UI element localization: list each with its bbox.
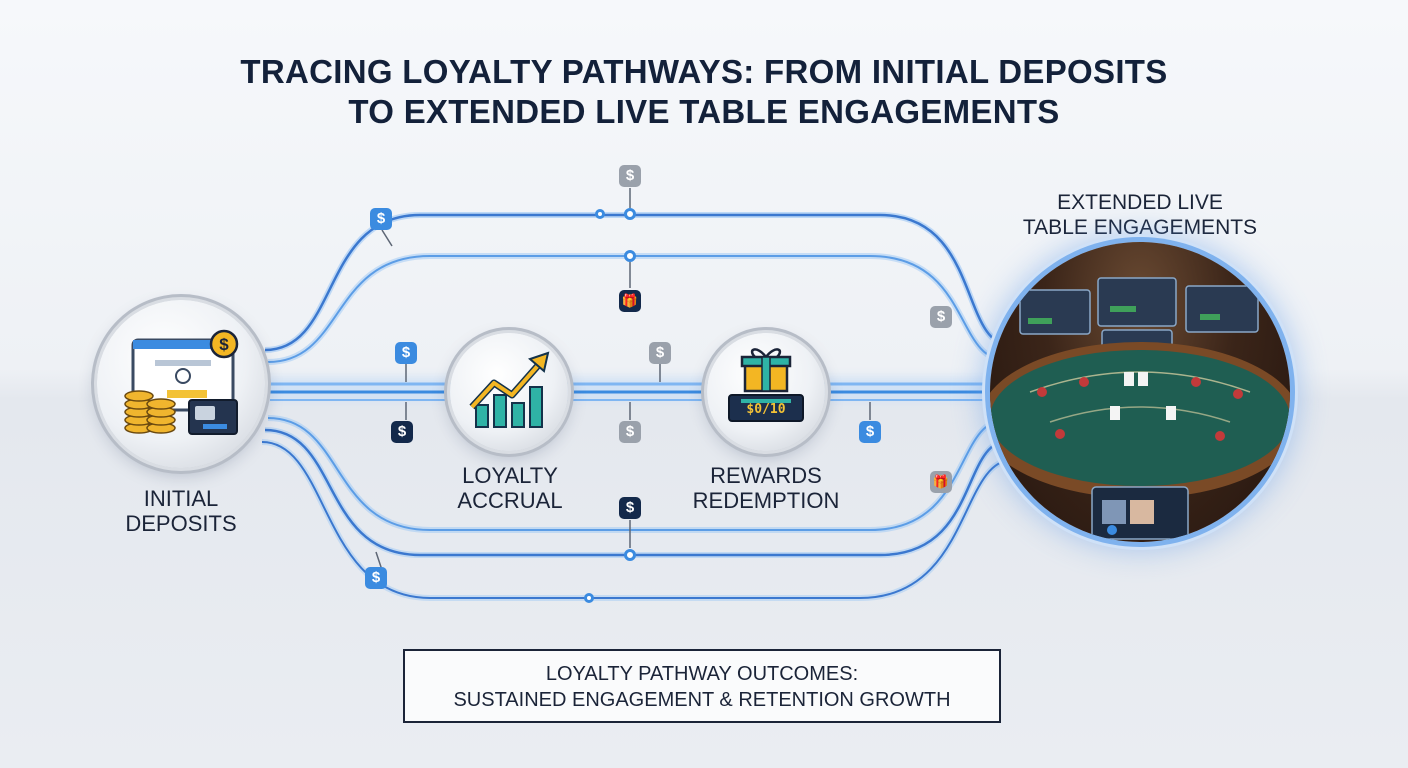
growth-chart-arrow-icon xyxy=(469,351,550,428)
flow-lower-mid xyxy=(264,428,1011,557)
stage-label-extended-live-table: EXTENDED LIVE TABLE ENGAGEMENTS xyxy=(1022,191,1258,239)
stage-label-rewards-redemption: REWARDS REDEMPTION xyxy=(692,463,840,513)
flow-node-ring xyxy=(624,208,636,220)
gift-badge: 🎁 xyxy=(619,290,641,312)
outcome-box: LOYALTY PATHWAY OUTCOMES: SUSTAINED ENGA… xyxy=(403,649,1001,723)
flow-node-ring xyxy=(624,250,636,262)
flow-node-ring xyxy=(624,549,636,561)
live-casino-table-icon xyxy=(990,277,1290,540)
dollar-badge: $ xyxy=(395,342,417,364)
gift-card-icon xyxy=(728,348,804,422)
dollar-badge: $ xyxy=(365,567,387,589)
stage-label-initial-deposits: INITIAL DEPOSITS xyxy=(125,486,237,536)
dollar-badge: $ xyxy=(619,421,641,443)
flow-upper-inner xyxy=(267,255,1006,363)
flow-lower-inner xyxy=(267,417,1006,531)
svg-text:$: $ xyxy=(219,335,229,354)
dollar-badge: $ xyxy=(619,497,641,519)
flow-lower-mid-glow xyxy=(264,427,1011,558)
stage-label-loyalty-accrual: LOYALTY ACCRUAL xyxy=(457,463,563,513)
center-glow xyxy=(250,378,1010,400)
outcome-line-2: SUSTAINED ENGAGEMENT & RETENTION GROWTH xyxy=(453,689,951,711)
dollar-badge: $ xyxy=(930,306,952,328)
dollar-badge: $ xyxy=(370,208,392,230)
dollar-badge: $ xyxy=(649,342,671,364)
stage-node-rewards-redemption xyxy=(707,333,825,451)
dollar-badge: $ xyxy=(391,421,413,443)
title-line-1: TRACING LOYALTY PATHWAYS: FROM INITIAL D… xyxy=(240,53,1168,90)
title-line-2: TO EXTENDED LIVE TABLE ENGAGEMENTS xyxy=(348,93,1060,130)
page-title: TRACING LOYALTY PATHWAYS: FROM INITIAL D… xyxy=(0,52,1408,132)
flow-node-ring xyxy=(584,593,594,603)
dollar-badge: $ xyxy=(859,421,881,443)
flow-lower-outer xyxy=(261,441,1013,599)
dollar-badge: $ xyxy=(619,165,641,187)
flow-node-ring xyxy=(595,209,605,219)
outcome-line-1: LOYALTY PATHWAY OUTCOMES: xyxy=(545,663,859,685)
reward-card-value: $0/10 xyxy=(746,402,786,417)
stage-node-extended-live-table xyxy=(990,242,1290,542)
gift-badge: 🎁 xyxy=(930,471,952,493)
stage-node-loyalty-accrual xyxy=(450,333,568,451)
stage-node-initial-deposits: $ xyxy=(97,300,265,468)
flow-upper-outer xyxy=(264,213,1011,352)
deposit-laptop-coins-icon: $ xyxy=(124,329,239,435)
flow-upper-outer-glow xyxy=(264,212,1011,353)
